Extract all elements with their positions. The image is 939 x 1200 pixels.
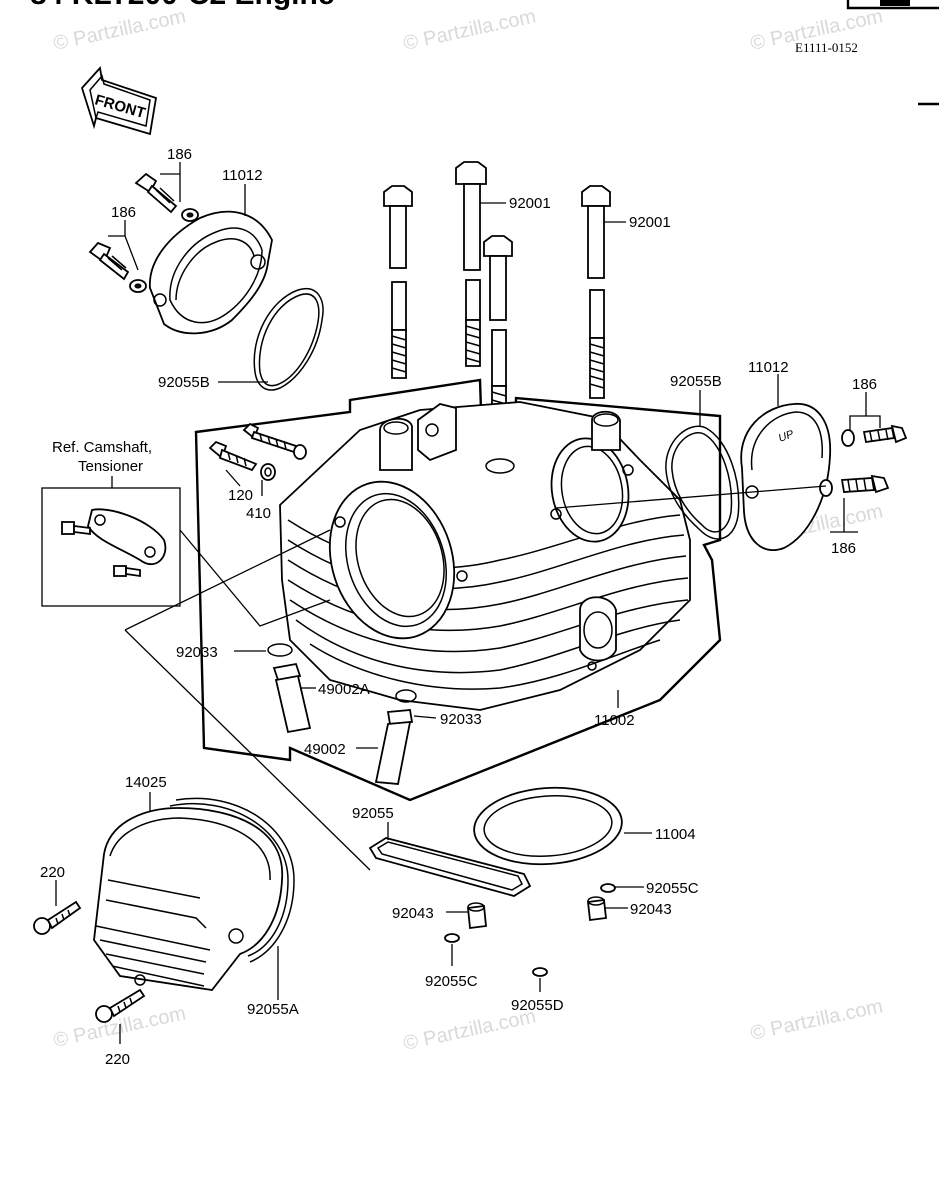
bolt-120-upper xyxy=(242,422,307,460)
left-oring-92055B xyxy=(253,288,324,391)
valve-guide-49002A xyxy=(272,662,312,734)
washer-92055C-left xyxy=(444,933,460,943)
diagram-code: E1111-0152 xyxy=(795,40,858,55)
label-220-lower: 220 xyxy=(105,1051,130,1068)
bolt-120-lower xyxy=(208,440,258,472)
label-186-upper-right: 186 xyxy=(852,376,877,393)
label-186-lower-right: 186 xyxy=(831,540,856,557)
label-11004: 11004 xyxy=(655,826,696,843)
label-11012-left: 11012 xyxy=(222,167,263,184)
watermark: © Partzilla.com xyxy=(401,5,537,55)
ref-box-line2: Tensioner xyxy=(78,458,143,475)
label-49002: 49002 xyxy=(304,741,346,758)
tensioner-bolt-upper xyxy=(61,521,91,536)
watermark: © Partzilla.com xyxy=(51,5,187,55)
label-186-lower-left: 186 xyxy=(111,204,136,221)
right-oring-92055B xyxy=(665,425,740,540)
washer-410 xyxy=(260,463,276,481)
bolt-186-lower-right xyxy=(819,474,890,497)
cylinder-oring-11004 xyxy=(473,786,623,866)
label-92043-right: 92043 xyxy=(630,901,672,918)
page-title: 84 KLT200-C2 Engine xyxy=(30,0,335,11)
dowel-92043-left xyxy=(467,902,487,930)
watermark: © Partzilla.com xyxy=(748,995,884,1045)
label-11012-right: 11012 xyxy=(748,359,789,376)
label-92055D: 92055D xyxy=(511,997,564,1014)
label-92001-center: 92001 xyxy=(509,195,551,212)
bolt-186-lower-left xyxy=(88,241,147,293)
bolt-220-upper xyxy=(33,900,82,935)
oring-92033-upper xyxy=(267,643,293,657)
washer-92055D xyxy=(532,967,548,977)
svg-text:UP: UP xyxy=(777,428,796,445)
oring-92033-lower xyxy=(395,689,417,703)
head-bolt-92001-left xyxy=(383,185,413,379)
label-92043-left: 92043 xyxy=(392,905,434,922)
head-bolt-92001-short xyxy=(483,235,513,441)
head-bolt-92001-right xyxy=(581,185,611,399)
gasket-92055 xyxy=(368,837,532,897)
cylinder-head-11002 xyxy=(279,401,691,711)
ref-box-line1: Ref. Camshaft, xyxy=(52,439,152,456)
dowel-92043-right xyxy=(587,896,607,922)
label-11002: 11002 xyxy=(594,712,635,729)
bolt-186-upper-right xyxy=(841,424,908,447)
front-arrow-icon: FRONT xyxy=(80,66,158,136)
ref-camshaft-box xyxy=(41,487,181,607)
header-corner-block xyxy=(880,0,910,6)
valve-guide-49002 xyxy=(374,709,414,785)
label-92055: 92055 xyxy=(352,805,394,822)
label-92055A: 92055A xyxy=(247,1001,299,1018)
label-49002A: 49002A xyxy=(318,681,370,698)
washer-92055C-right xyxy=(600,883,616,893)
label-92033-upper: 92033 xyxy=(176,644,218,661)
label-92055B-right: 92055B xyxy=(670,373,722,390)
label-14025: 14025 xyxy=(125,774,167,791)
cylinder-head-outline xyxy=(194,378,722,802)
bolt-220-lower xyxy=(95,988,146,1023)
cover-gasket-92055A xyxy=(169,802,289,957)
label-220-upper: 220 xyxy=(40,864,65,881)
tensioner-plate xyxy=(87,508,167,566)
tensioner-bolt-lower xyxy=(113,565,141,578)
label-92033-lower: 92033 xyxy=(440,711,482,728)
label-92001-right: 92001 xyxy=(629,214,671,231)
head-bolt-92001-center xyxy=(455,161,487,367)
label-120: 120 xyxy=(228,487,253,504)
header-corner-mark xyxy=(846,0,939,10)
label-92055C-right: 92055C xyxy=(646,880,699,897)
label-92055B-left: 92055B xyxy=(158,374,210,391)
label-92055C-left: 92055C xyxy=(425,973,478,990)
label-186-upper-left: 186 xyxy=(167,146,192,163)
label-410: 410 xyxy=(246,505,271,522)
head-cover-14025 xyxy=(93,807,283,991)
bolt-186-upper-left xyxy=(134,172,199,222)
left-tappet-cover-11012 xyxy=(149,210,273,335)
leader-lines xyxy=(55,162,881,1044)
right-tappet-cover-11012: UP xyxy=(740,403,832,551)
